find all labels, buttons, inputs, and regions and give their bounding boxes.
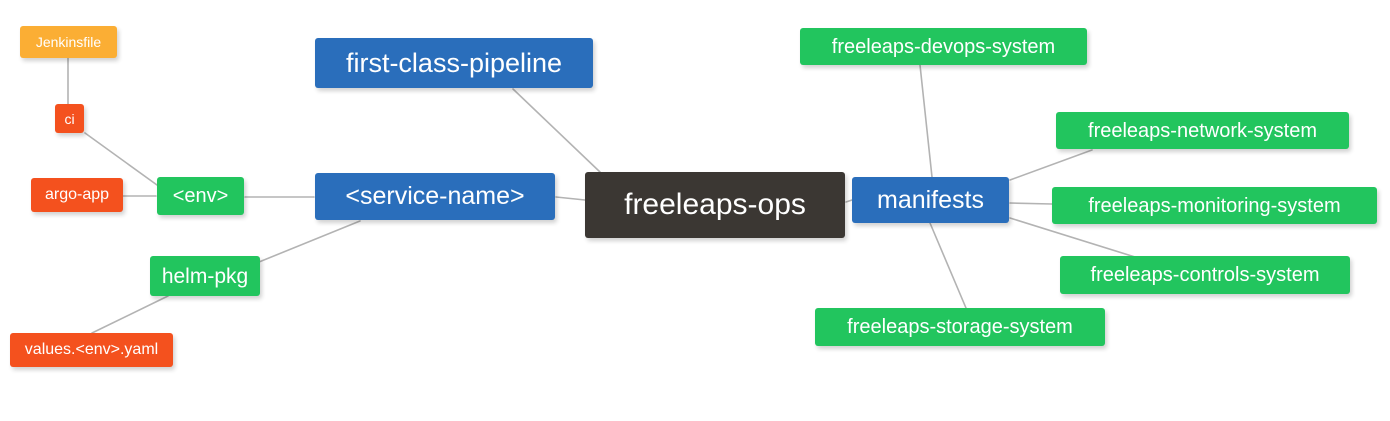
node-label-helm-pkg: helm-pkg xyxy=(161,264,249,288)
node-label-freeleaps-storage-system: freeleaps-storage-system xyxy=(847,316,1073,338)
node-label-manifests: manifests xyxy=(877,185,984,214)
node-label-freeleaps-monitoring-system: freeleaps-monitoring-system xyxy=(1088,194,1341,217)
edge-freeleaps-ops-to-first-class-pipeline xyxy=(512,88,601,173)
node-service-name[interactable]: <service-name> xyxy=(315,173,555,220)
node-helm-pkg[interactable]: helm-pkg xyxy=(150,256,260,296)
node-freeleaps-monitoring-system[interactable]: freeleaps-monitoring-system xyxy=(1052,187,1377,224)
node-freeleaps-storage-system[interactable]: freeleaps-storage-system xyxy=(815,308,1105,346)
node-freeleaps-controls-system[interactable]: freeleaps-controls-system xyxy=(1060,256,1350,294)
node-argo-app[interactable]: argo-app xyxy=(31,178,123,212)
node-manifests[interactable]: manifests xyxy=(852,177,1009,223)
node-label-freeleaps-devops-system: freeleaps-devops-system xyxy=(831,35,1056,58)
node-label-freeleaps-controls-system: freeleaps-controls-system xyxy=(1090,264,1320,286)
node-jenkinsfile[interactable]: Jenkinsfile xyxy=(20,26,117,58)
node-label-freeleaps-network-system: freeleaps-network-system xyxy=(1088,119,1317,142)
node-label-values-env-yaml: values.<env>.yaml xyxy=(24,341,159,358)
node-freeleaps-devops-system[interactable]: freeleaps-devops-system xyxy=(800,28,1087,65)
edge-helm-pkg-to-values-env-yaml xyxy=(91,295,169,334)
edge-freeleaps-ops-to-service-name xyxy=(555,196,586,201)
node-values-env-yaml[interactable]: values.<env>.yaml xyxy=(10,333,173,367)
node-label-ci: ci xyxy=(64,110,75,127)
node-label-env: <env> xyxy=(172,185,229,207)
node-label-first-class-pipeline: first-class-pipeline xyxy=(345,47,563,78)
node-first-class-pipeline[interactable]: first-class-pipeline xyxy=(315,38,593,88)
node-freeleaps-network-system[interactable]: freeleaps-network-system xyxy=(1056,112,1349,149)
node-label-freeleaps-ops: freeleaps-ops xyxy=(624,188,806,221)
node-label-jenkinsfile: Jenkinsfile xyxy=(35,34,102,50)
node-ci[interactable]: ci xyxy=(55,104,84,133)
node-label-service-name: <service-name> xyxy=(345,182,525,210)
edge-manifests-to-freeleaps-network-system xyxy=(1009,149,1093,181)
edge-manifests-to-freeleaps-monitoring-system xyxy=(1009,202,1053,205)
node-label-argo-app: argo-app xyxy=(44,186,110,203)
edge-service-name-to-helm-pkg xyxy=(258,220,361,263)
node-freeleaps-ops[interactable]: freeleaps-ops xyxy=(585,172,845,238)
edge-manifests-to-freeleaps-storage-system xyxy=(929,222,967,309)
node-env[interactable]: <env> xyxy=(157,177,244,215)
edge-manifests-to-freeleaps-devops-system xyxy=(919,64,933,178)
